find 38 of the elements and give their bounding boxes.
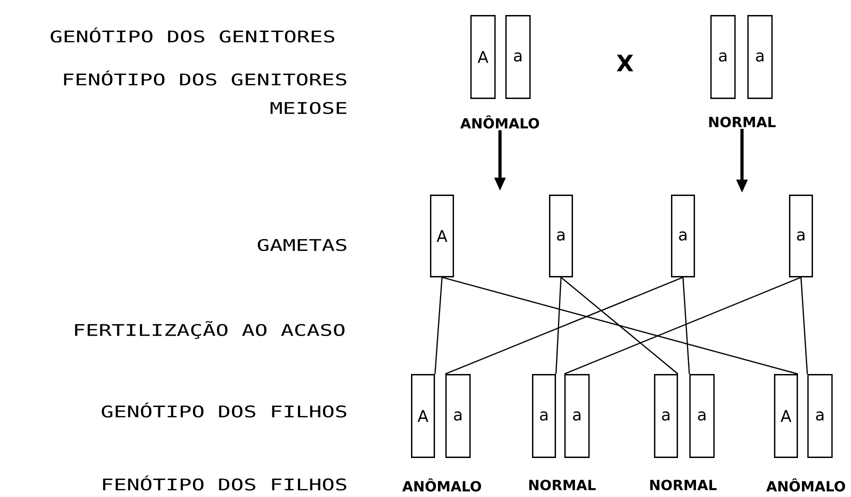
allele-box: a xyxy=(445,374,471,458)
row-label: FERTILIZAÇÃO AO ACASO xyxy=(75,321,344,339)
allele-box: a xyxy=(747,15,773,99)
allele-box: a xyxy=(532,374,556,458)
cross-line xyxy=(434,277,443,374)
allele-box: a xyxy=(689,374,715,458)
allele-box: a xyxy=(789,194,813,278)
phenotype-label: ANÔMALO xyxy=(460,115,540,129)
row-label: FENÓTIPO DOS GENITORES xyxy=(64,70,346,86)
allele-box: A xyxy=(411,374,435,458)
phenotype-label: NORMAL xyxy=(709,116,776,128)
cross-line xyxy=(682,277,690,374)
allele-box: A xyxy=(430,194,454,278)
allele-box: a xyxy=(549,194,573,278)
cross-sign: X xyxy=(616,54,634,72)
cross-line xyxy=(445,276,684,375)
allele-box: a xyxy=(505,15,531,99)
cross-line xyxy=(560,276,678,374)
cross-line xyxy=(442,276,798,375)
phenotype-label: NORMAL xyxy=(650,480,717,490)
row-label: GAMETAS xyxy=(258,238,346,252)
allele-box: a xyxy=(710,15,736,99)
phenotype-label: ANÔMALO xyxy=(766,478,846,492)
allele-box: A xyxy=(774,374,798,458)
phenotype-label: ANÔMALO xyxy=(402,478,482,492)
allele-box: a xyxy=(654,374,678,458)
cross-line xyxy=(555,277,562,374)
row-label: FENÓTIPO DOS FILHOS xyxy=(103,475,346,491)
allele-box: a xyxy=(564,374,590,458)
row-label: GENÓTIPO DOS FILHOS xyxy=(102,402,346,418)
allele-box: A xyxy=(470,15,496,99)
row-label: MEIOSE xyxy=(270,102,346,114)
phenotype-label: NORMAL xyxy=(529,480,596,490)
cross-line xyxy=(800,277,808,374)
cross-line xyxy=(564,276,802,375)
row-label: GENÓTIPO DOS GENITORES xyxy=(50,27,334,43)
allele-box: a xyxy=(671,194,695,278)
allele-box: a xyxy=(807,374,833,458)
